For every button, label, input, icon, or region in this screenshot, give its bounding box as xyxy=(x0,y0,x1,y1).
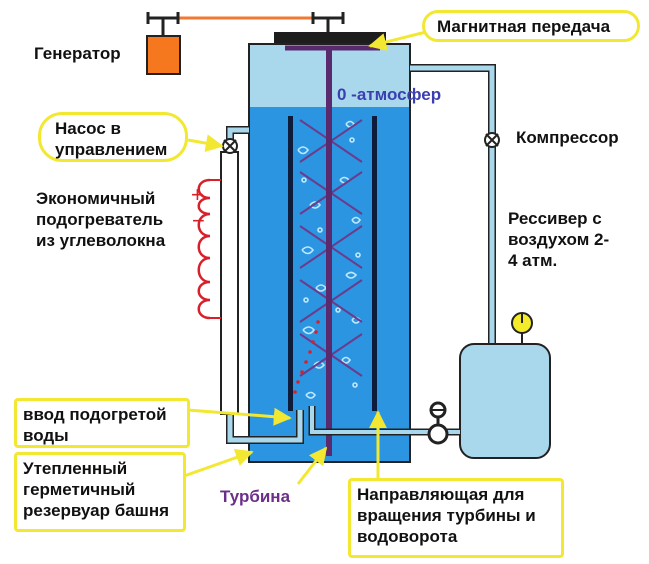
compressor-pipe-fill xyxy=(410,65,495,346)
arrow-pump xyxy=(187,134,224,153)
turbine-label: Турбина xyxy=(220,487,291,506)
heated-inlet-callout: ввод подогретой воды xyxy=(14,398,190,448)
pump-valve-icon[interactable] xyxy=(222,138,238,154)
compressor-label: Компрессор xyxy=(516,128,619,147)
heater-panel xyxy=(220,151,239,415)
heater-coil xyxy=(197,178,211,320)
bottom-air-pipe-fill xyxy=(310,406,436,434)
insulated-tank-callout: Утепленный герметичный резервуар башня xyxy=(14,452,186,532)
magnetic-coupling-plate xyxy=(274,32,386,43)
generator-label: Генератор xyxy=(34,44,121,63)
compressor-valve-icon[interactable] xyxy=(484,132,500,148)
pump-callout: Насос в управлением xyxy=(38,112,188,162)
main-shaft xyxy=(326,48,332,456)
compressor-pipe xyxy=(410,64,496,346)
pressure-gauge-icon xyxy=(511,312,533,334)
receiver-valve-icon[interactable] xyxy=(427,401,449,445)
pump-circulation-pipe-fill xyxy=(227,127,303,443)
zero-atm-label: 0 -атмосфер xyxy=(337,85,442,104)
guide-callout: Направляющая для вращения турбины и водо… xyxy=(348,478,564,558)
generator-pulley xyxy=(146,12,180,36)
heater-plus-sign: + xyxy=(191,182,204,207)
heater-minus-sign: − xyxy=(192,208,205,233)
arrow-insulated-tank xyxy=(183,448,254,478)
heater-label: Экономичный подогреватель из углеволокна xyxy=(36,189,166,250)
right-inner-tube xyxy=(372,116,377,411)
receiver-label: Рессивер с воздухом 2-4 атм. xyxy=(508,209,610,270)
left-inner-tube xyxy=(288,116,293,411)
tower-pulley xyxy=(311,12,345,32)
generator-box xyxy=(146,35,181,75)
arrow-magnetic xyxy=(368,30,427,51)
magnetic-transmission-callout: Магнитная передача xyxy=(422,10,640,42)
heated-water-stream xyxy=(293,320,320,394)
arrow-heated-inlet xyxy=(187,407,292,426)
receiver-tank xyxy=(459,343,551,459)
arrow-turbine xyxy=(296,446,328,485)
